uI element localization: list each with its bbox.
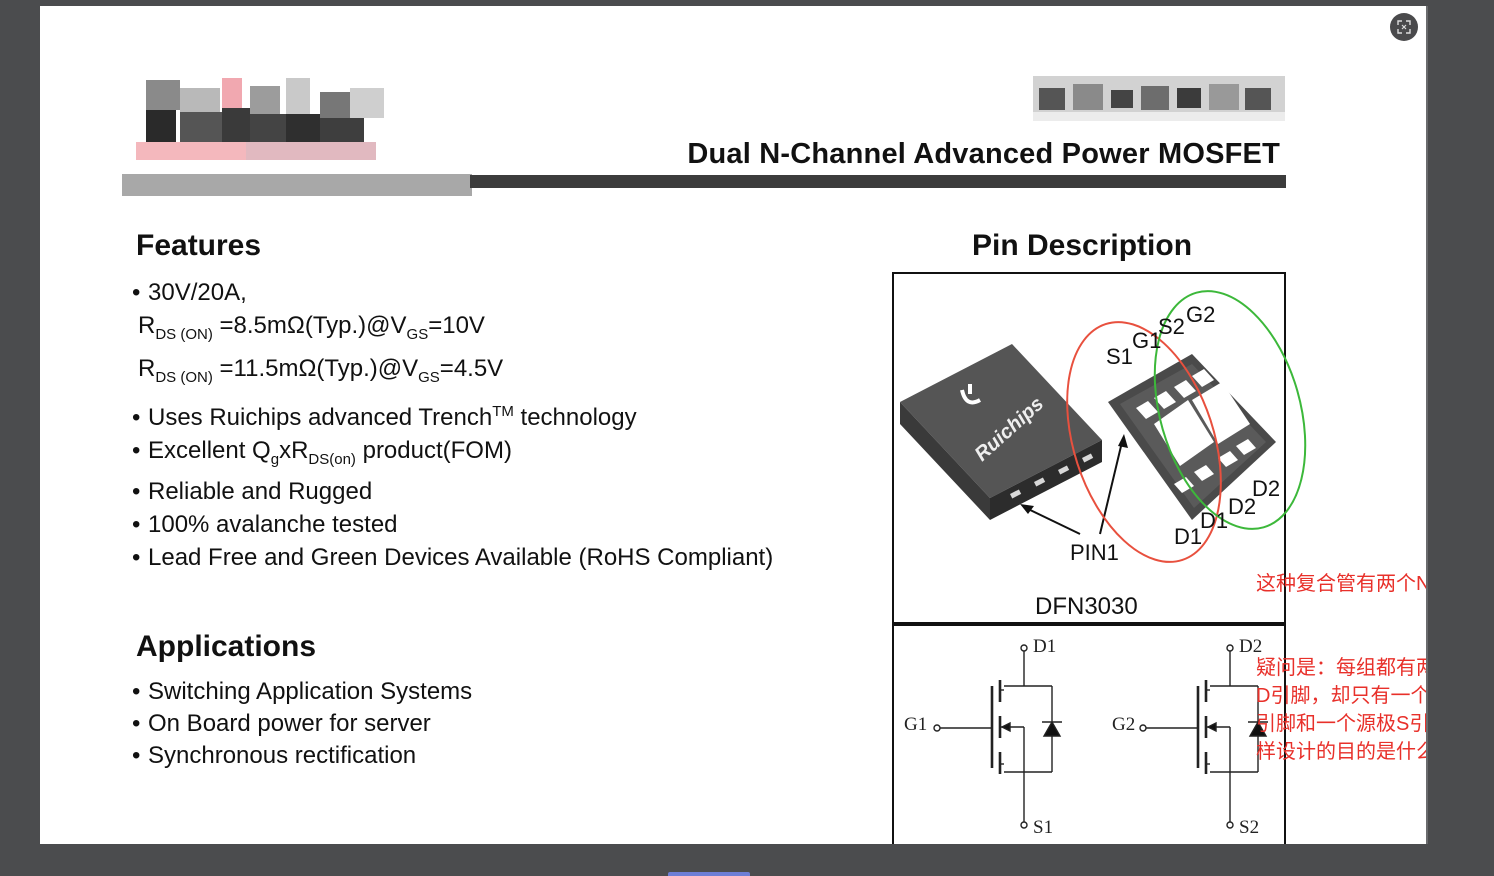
header-rule-blurred <box>122 174 472 196</box>
chip-side-left <box>900 402 990 520</box>
pin-label-d1b: D1 <box>1200 508 1229 533</box>
green-highlight-circle <box>1153 290 1307 530</box>
schematic-label-s1: S1 <box>1033 817 1054 838</box>
chip-top-face <box>900 344 1102 498</box>
pin-label-g2: G2 <box>1186 302 1216 327</box>
company-logo-blurred <box>132 74 392 174</box>
schematic-figure-frame <box>892 622 1286 844</box>
package-name: DFN3030 <box>1035 593 1138 620</box>
viewer-edge <box>1426 6 1428 844</box>
list-item: •Synchronous rectification <box>132 742 417 769</box>
mosfet-schematic <box>933 644 1268 829</box>
list-item-rds-4v5: RDS (ON) =11.5mΩ(Typ.)@VGS=4.5V <box>138 354 504 386</box>
schematic-label-d1: D1 <box>1033 636 1057 657</box>
schematic-label-g2: G2 <box>1112 714 1136 735</box>
annotation-note-2: 疑问是：每组都有两个漏极D引脚，却只有一个栅极G引脚和一个源极S引脚，这样设计的… <box>1256 657 1426 763</box>
header-rule <box>470 175 1286 188</box>
pin1-label: PIN1 <box>1070 540 1119 565</box>
fullscreen-icon <box>1397 20 1411 34</box>
schematic-label-d2: D2 <box>1239 636 1263 657</box>
applications-heading: Applications <box>136 630 317 663</box>
mosfet-1-symbol <box>933 644 1062 829</box>
list-item-trench: •Uses Ruichips advanced TrenchTM technol… <box>132 402 637 431</box>
pin-label-d2a: D2 <box>1228 494 1257 519</box>
red-highlight-circle <box>1066 321 1222 563</box>
chip-logo-icon <box>960 384 981 405</box>
features-heading: Features <box>136 229 262 262</box>
pin-label-d2b: D2 <box>1252 476 1281 501</box>
list-item: •Reliable and Rugged <box>132 478 373 506</box>
part-number-blurred <box>1033 76 1285 121</box>
schematic-label-s2: S2 <box>1239 817 1260 838</box>
list-item: •100% avalanche tested <box>132 511 398 539</box>
pin-description-heading: Pin Description <box>972 229 1193 262</box>
list-item-fom: •Excellent QgxRDS(on) product(FOM) <box>132 436 512 468</box>
annotation-note-1: 这种复合管有两个NMOS <box>1256 573 1426 595</box>
list-item-rds-10v: RDS (ON) =8.5mΩ(Typ.)@VGS=10V <box>138 312 485 343</box>
document-title: Dual N-Channel Advanced Power MOSFET <box>687 138 1280 170</box>
list-item: •On Board power for server <box>132 710 431 737</box>
list-item: •30V/20A, <box>132 279 247 306</box>
list-item: •Switching Application Systems <box>132 678 473 705</box>
features-list: •30V/20A, RDS (ON) =8.5mΩ(Typ.)@VGS=10V … <box>132 276 773 574</box>
applications-list: •Switching Application Systems •On Board… <box>132 676 472 772</box>
pin-label-g1: G1 <box>1132 328 1162 353</box>
page-indicator[interactable] <box>668 872 750 876</box>
pin-label-s2: S2 <box>1158 314 1185 339</box>
pin-label-d1a: D1 <box>1174 524 1203 549</box>
schematic-label-g1: G1 <box>904 714 928 735</box>
chip-side-right <box>990 440 1102 520</box>
package-drawing: Ruichips <box>900 290 1307 563</box>
document-page: Dual N-Channel Advanced Power MOSFET Fea… <box>40 6 1426 844</box>
mosfet-2-symbol <box>1139 644 1268 829</box>
fullscreen-button[interactable] <box>1390 13 1418 41</box>
package-figure-frame <box>892 272 1286 626</box>
pin-label-s1: S1 <box>1106 344 1133 369</box>
list-item: •Lead Free and Green Devices Available (… <box>132 544 774 572</box>
